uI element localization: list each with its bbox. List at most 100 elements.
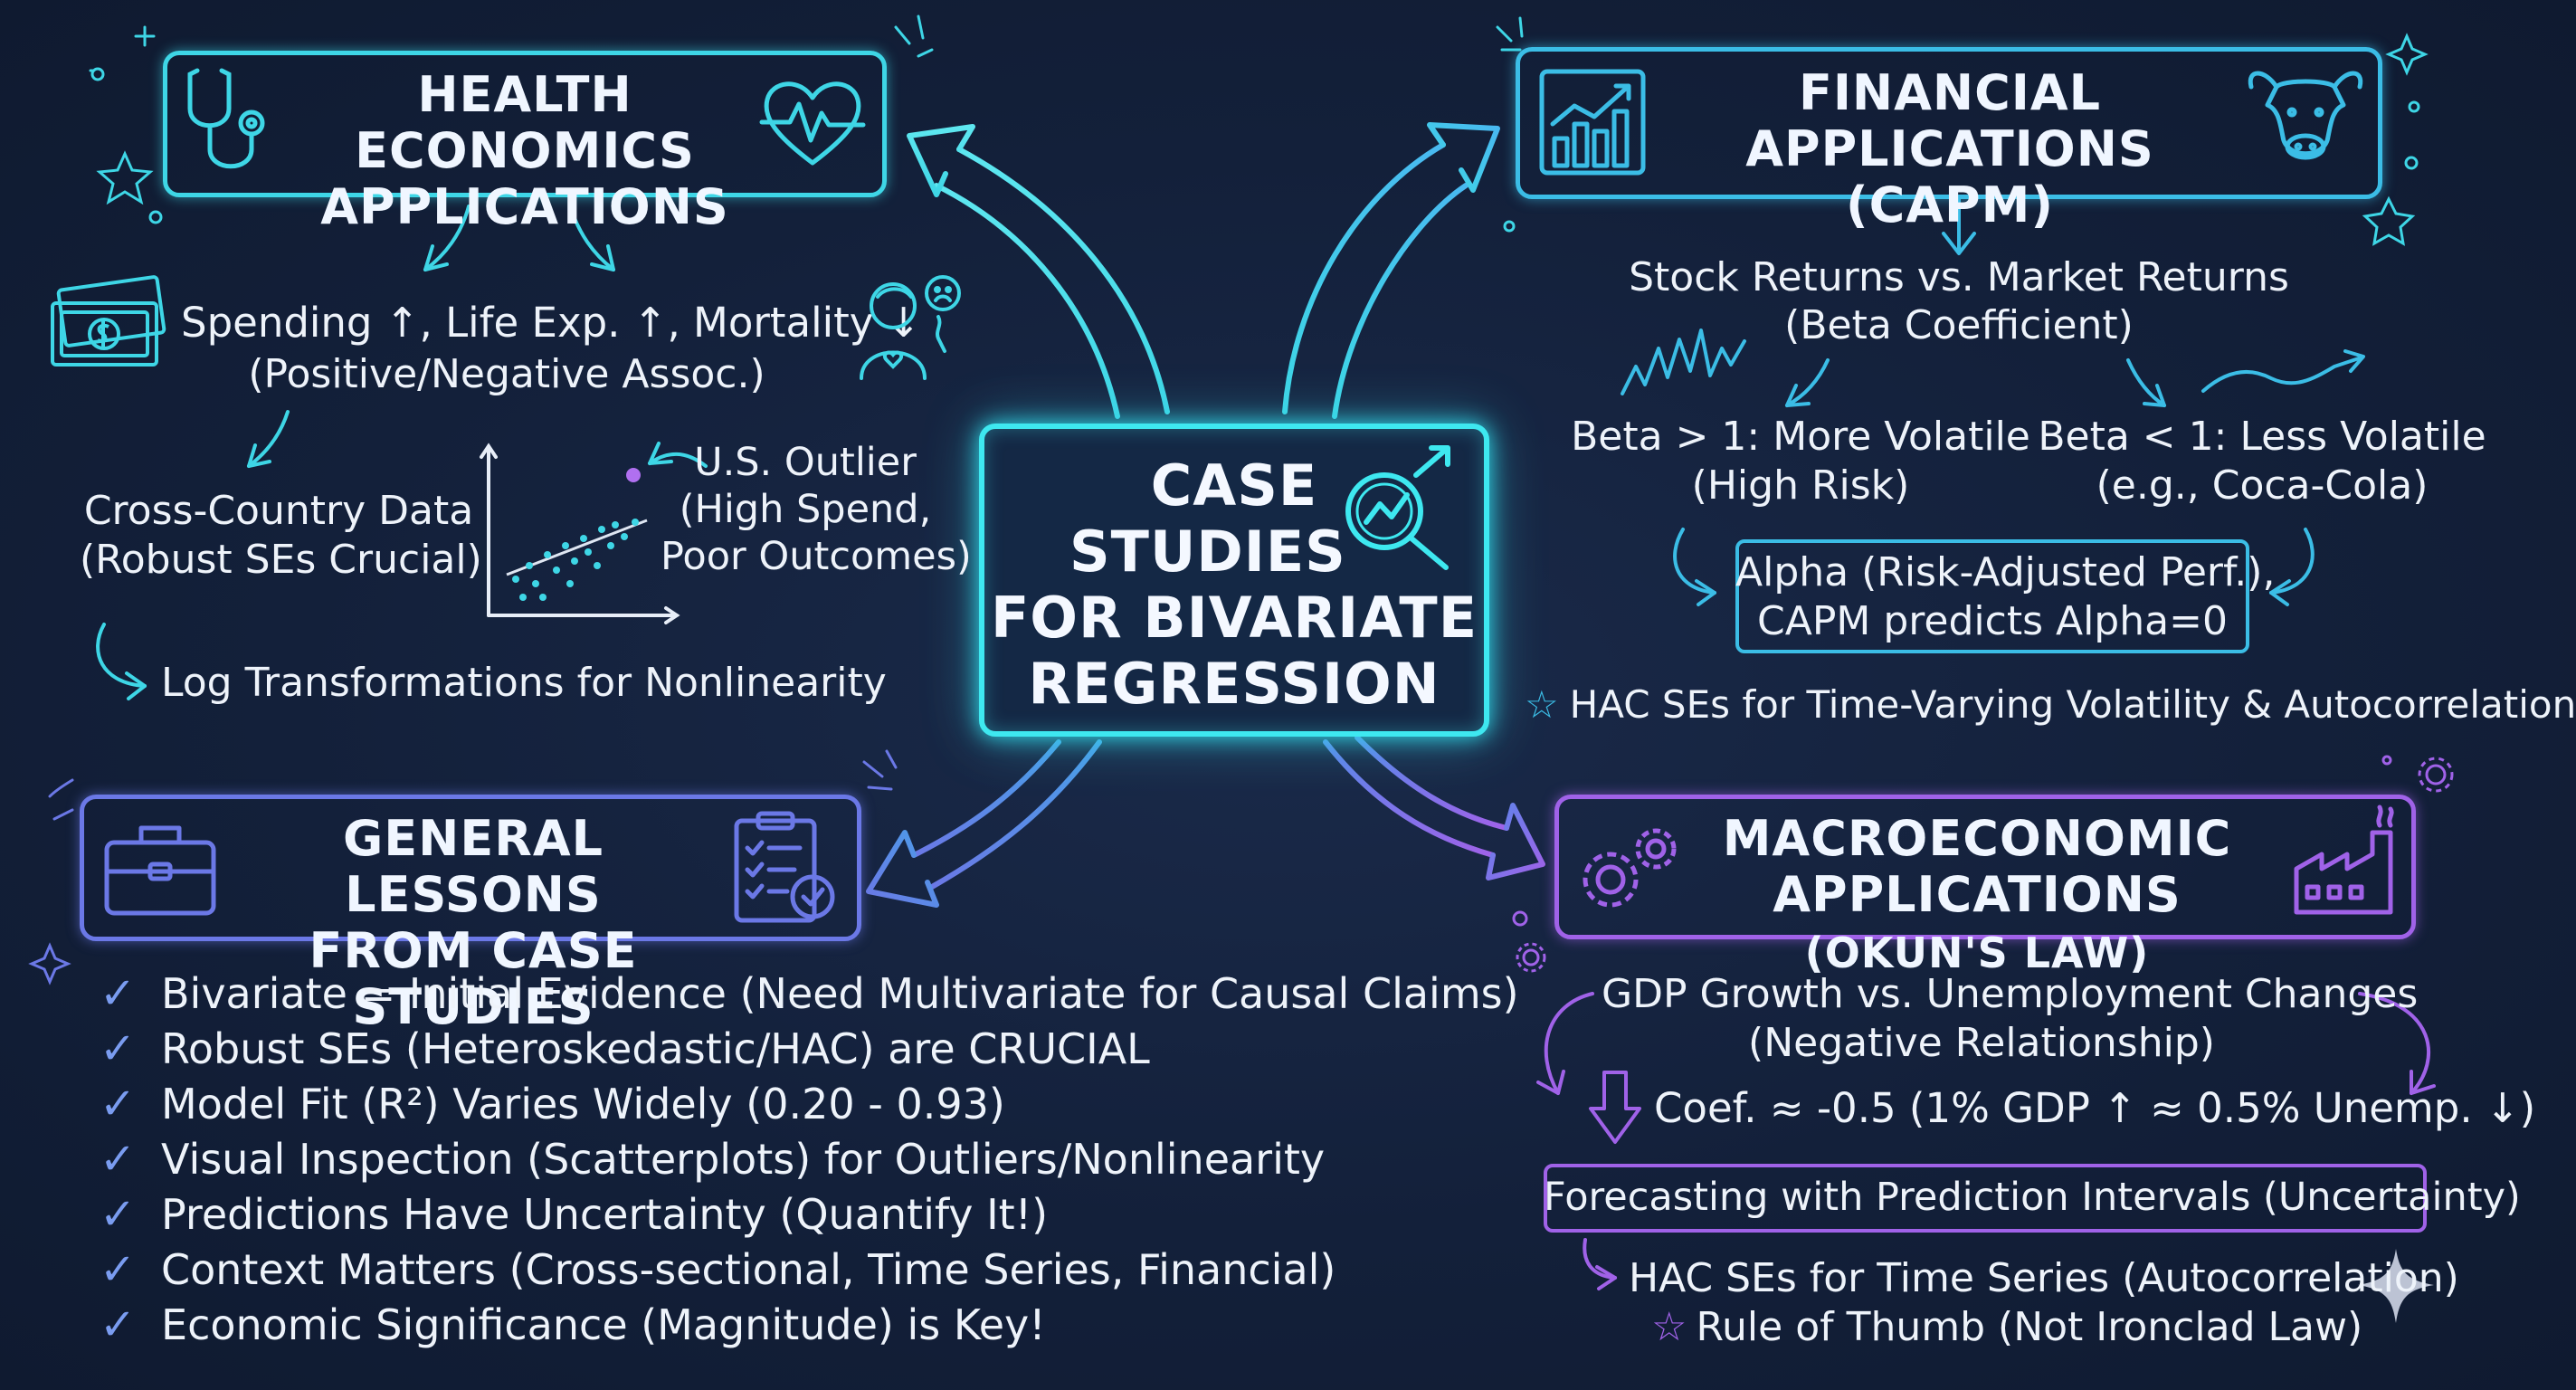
log-transform-note: Log Transformations for Nonlinearity	[161, 660, 887, 706]
lesson-item: ✓ Model Fit (R²) Varies Widely (0.20 - 0.…	[100, 1077, 1519, 1132]
beta-high-label: Beta > 1: More Volatile (High Risk)	[1538, 413, 2063, 510]
gears-icon	[1583, 828, 1677, 908]
money-icon	[51, 275, 166, 367]
lesson-text: Predictions Have Uncertainty (Quantify I…	[161, 1190, 1049, 1239]
bull-icon	[2248, 71, 2363, 160]
macro-coef: Coef. ≈ -0.5 (1% GDP ↑ ≈ 0.5% Unemp. ↓)	[1654, 1084, 2536, 1132]
checkmark-icon: ✓	[100, 1300, 137, 1350]
macro-rule: ☆Rule of Thumb (Not Ironclad Law)	[1651, 1303, 2362, 1352]
arrow-to-health	[907, 124, 1170, 419]
health-line1: Spending ↑, Life Exp. ↑, Mortality ↓	[181, 299, 921, 347]
beta-low-line: (e.g., Coca-Cola)	[2096, 462, 2429, 509]
beta-high-line: Beta > 1: More Volatile	[1571, 414, 2030, 460]
star-icon: ☆	[1525, 682, 1559, 727]
lesson-item: ✓ Economic Significance (Magnitude) is Ke…	[100, 1298, 1519, 1353]
checkmark-icon: ✓	[100, 968, 137, 1019]
lesson-text: Bivariate = Initial Evidence (Need Multi…	[161, 969, 1519, 1018]
volatile-line-icon	[1621, 328, 1746, 395]
lessons-list: ✓ Bivariate = Initial Evidence (Need Mult…	[100, 966, 1519, 1353]
alpha-line: CAPM predicts Alpha=0	[1757, 598, 2228, 644]
clipboard-check-icon	[734, 811, 835, 923]
factory-icon	[2294, 804, 2394, 915]
lesson-item: ✓ Visual Inspection (Scatterplots) for Ou…	[100, 1132, 1519, 1187]
us-outlier-line: (High Spend,	[679, 487, 932, 532]
arrow-to-finance	[1282, 122, 1500, 419]
lesson-item: ✓ Bivariate = Initial Evidence (Need Mult…	[100, 966, 1519, 1022]
star-icon: ☆	[1651, 1304, 1687, 1350]
lesson-text: Economic Significance (Magnitude) is Key…	[161, 1300, 1046, 1349]
lessons-title: GENERAL LESSONS FROM CASE STUDIES	[224, 811, 722, 1035]
finance-title-line: FINANCIAL APPLICATIONS	[1745, 64, 2154, 177]
finance-title-line: (CAPM)	[1845, 176, 2055, 233]
cross-country-label: Cross-Country Data (Robust SEs Crucial)	[80, 487, 482, 585]
macro-title-line: APPLICATIONS (OKUN'S LAW)	[1665, 867, 2289, 981]
cross-country-line: Cross-Country Data	[83, 488, 474, 534]
scatterplot-icon	[480, 443, 680, 624]
macro-title-paren: (OKUN'S LAW)	[1804, 928, 2150, 977]
macroeconomic-node	[1554, 795, 2416, 939]
sparkle-icon	[2358, 1249, 2434, 1323]
alpha-line: Alpha (Risk-Adjusted Perf.),	[1735, 549, 2276, 595]
bar-chart-icon	[1539, 69, 1646, 176]
lesson-item: ✓ Robust SEs (Heteroskedastic/HAC) are CR…	[100, 1022, 1519, 1077]
beta-high-line: (High Risk)	[1691, 462, 1910, 509]
connector-arrows	[28, 14, 2454, 1323]
us-outlier-line: Poor Outcomes)	[661, 534, 972, 579]
health-title-line: APPLICATIONS	[320, 178, 729, 235]
us-outlier-line: U.S. Outlier	[694, 440, 917, 485]
lesson-item: ✓ Predictions Have Uncertainty (Quantify …	[100, 1187, 1519, 1242]
general-lessons-node	[80, 795, 861, 941]
health-title-line: HEALTH ECONOMICS	[355, 66, 695, 179]
health-title: HEALTH ECONOMICS APPLICATIONS	[271, 67, 778, 235]
finance-hac-text: HAC SEs for Time-Varying Volatility & Au…	[1569, 682, 2576, 727]
center-title-line: STUDIES	[1069, 519, 1346, 585]
heart-pulse-icon	[759, 81, 866, 166]
financial-applications-node	[1516, 47, 2382, 199]
magnifier-chart-icon	[1345, 445, 1450, 570]
beta-low-line: Beta < 1: Less Volatile	[2038, 414, 2486, 460]
macro-forecast: Forecasting with Prediction Intervals (U…	[1544, 1175, 2521, 1220]
stethoscope-icon	[187, 68, 265, 169]
lesson-text: Context Matters (Cross-sectional, Time S…	[161, 1245, 1336, 1294]
forecast-box	[1544, 1164, 2427, 1233]
center-title-line: CASE	[1150, 452, 1318, 519]
center-node	[979, 424, 1489, 737]
beta-low-label: Beta < 1: Less Volatile (e.g., Coca-Cola…	[2004, 413, 2520, 510]
center-title-line: FOR BIVARIATE	[990, 585, 1478, 651]
finance-line1: Stock Returns vs. Market Returns	[1629, 254, 2289, 300]
us-outlier-label: U.S. Outlier (High Spend, Poor Outcomes)	[661, 439, 972, 580]
patient-icon	[860, 275, 961, 380]
finance-hac-note: ☆HAC SEs for Time-Varying Volatility & A…	[1525, 681, 2576, 729]
checkmark-icon: ✓	[100, 1134, 137, 1185]
finance-line2: (Beta Coefficient)	[1784, 302, 2134, 348]
lesson-item: ✓ Context Matters (Cross-sectional, Time …	[100, 1242, 1519, 1298]
macro-line1: GDP Growth vs. Unemployment Changes	[1602, 971, 2419, 1017]
health-economics-node	[163, 51, 887, 197]
lesson-text: Robust SEs (Heteroskedastic/HAC) are CRU…	[161, 1024, 1150, 1073]
lessons-title-line: GENERAL LESSONS	[342, 810, 604, 923]
health-line2: (Positive/Negative Assoc.)	[248, 351, 765, 397]
smooth-line-icon	[2201, 349, 2365, 393]
macro-title-main: APPLICATIONS	[1773, 866, 2182, 923]
macro-title-line: MACROECONOMIC	[1722, 810, 2232, 867]
checkmark-icon: ✓	[100, 1244, 137, 1295]
finance-title: FINANCIAL APPLICATIONS (CAPM)	[1638, 65, 2262, 233]
lesson-text: Model Fit (R²) Varies Widely (0.20 - 0.9…	[161, 1080, 1005, 1128]
macro-line2: (Negative Relationship)	[1748, 1020, 2215, 1066]
alpha-box	[1735, 539, 2249, 653]
arrow-to-lessons	[866, 739, 1102, 908]
center-title-line: REGRESSION	[1028, 651, 1440, 717]
checkmark-icon: ✓	[100, 1023, 137, 1074]
briefcase-icon	[104, 825, 216, 916]
arrow-to-macro	[1323, 735, 1545, 881]
macro-hac: HAC SEs for Time Series (Autocorrelation…	[1629, 1255, 2459, 1301]
lessons-title-line: FROM CASE STUDIES	[309, 922, 638, 1035]
center-title: CASE STUDIES FOR BIVARIATE REGRESSION	[986, 452, 1482, 717]
checkmark-icon: ✓	[100, 1079, 137, 1129]
cross-country-line: (Robust SEs Crucial)	[80, 537, 482, 583]
lesson-text: Visual Inspection (Scatterplots) for Out…	[161, 1135, 1326, 1184]
macro-title: MACROECONOMIC APPLICATIONS (OKUN'S LAW)	[1665, 811, 2289, 981]
alpha-label: Alpha (Risk-Adjusted Perf.), CAPM predic…	[1735, 548, 2276, 646]
macro-rule-text: Rule of Thumb (Not Ironclad Law)	[1696, 1304, 2363, 1350]
checkmark-icon: ✓	[100, 1189, 137, 1240]
